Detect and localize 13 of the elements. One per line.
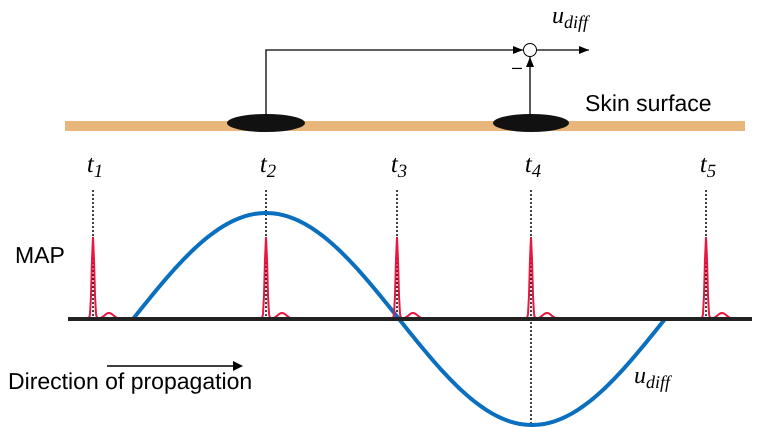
time-label: t$_{2}$ — [258, 152, 278, 177]
time-label: t$_{3}$ — [390, 152, 408, 177]
time-label: t$_{4}$ — [524, 152, 542, 177]
time-label: t$_{5}$ — [698, 152, 718, 177]
surface-label: Skin surface — [585, 92, 712, 115]
arrow — [265, 46, 523, 114]
arrow — [526, 57, 534, 114]
time-label: t$_{1}$ — [86, 152, 104, 177]
summing-junction — [523, 43, 537, 57]
direction-label: Direction of propagation — [8, 370, 252, 393]
axis-label: MAP — [15, 244, 65, 267]
sign-label: – — [512, 58, 522, 76]
arrow — [537, 46, 589, 54]
